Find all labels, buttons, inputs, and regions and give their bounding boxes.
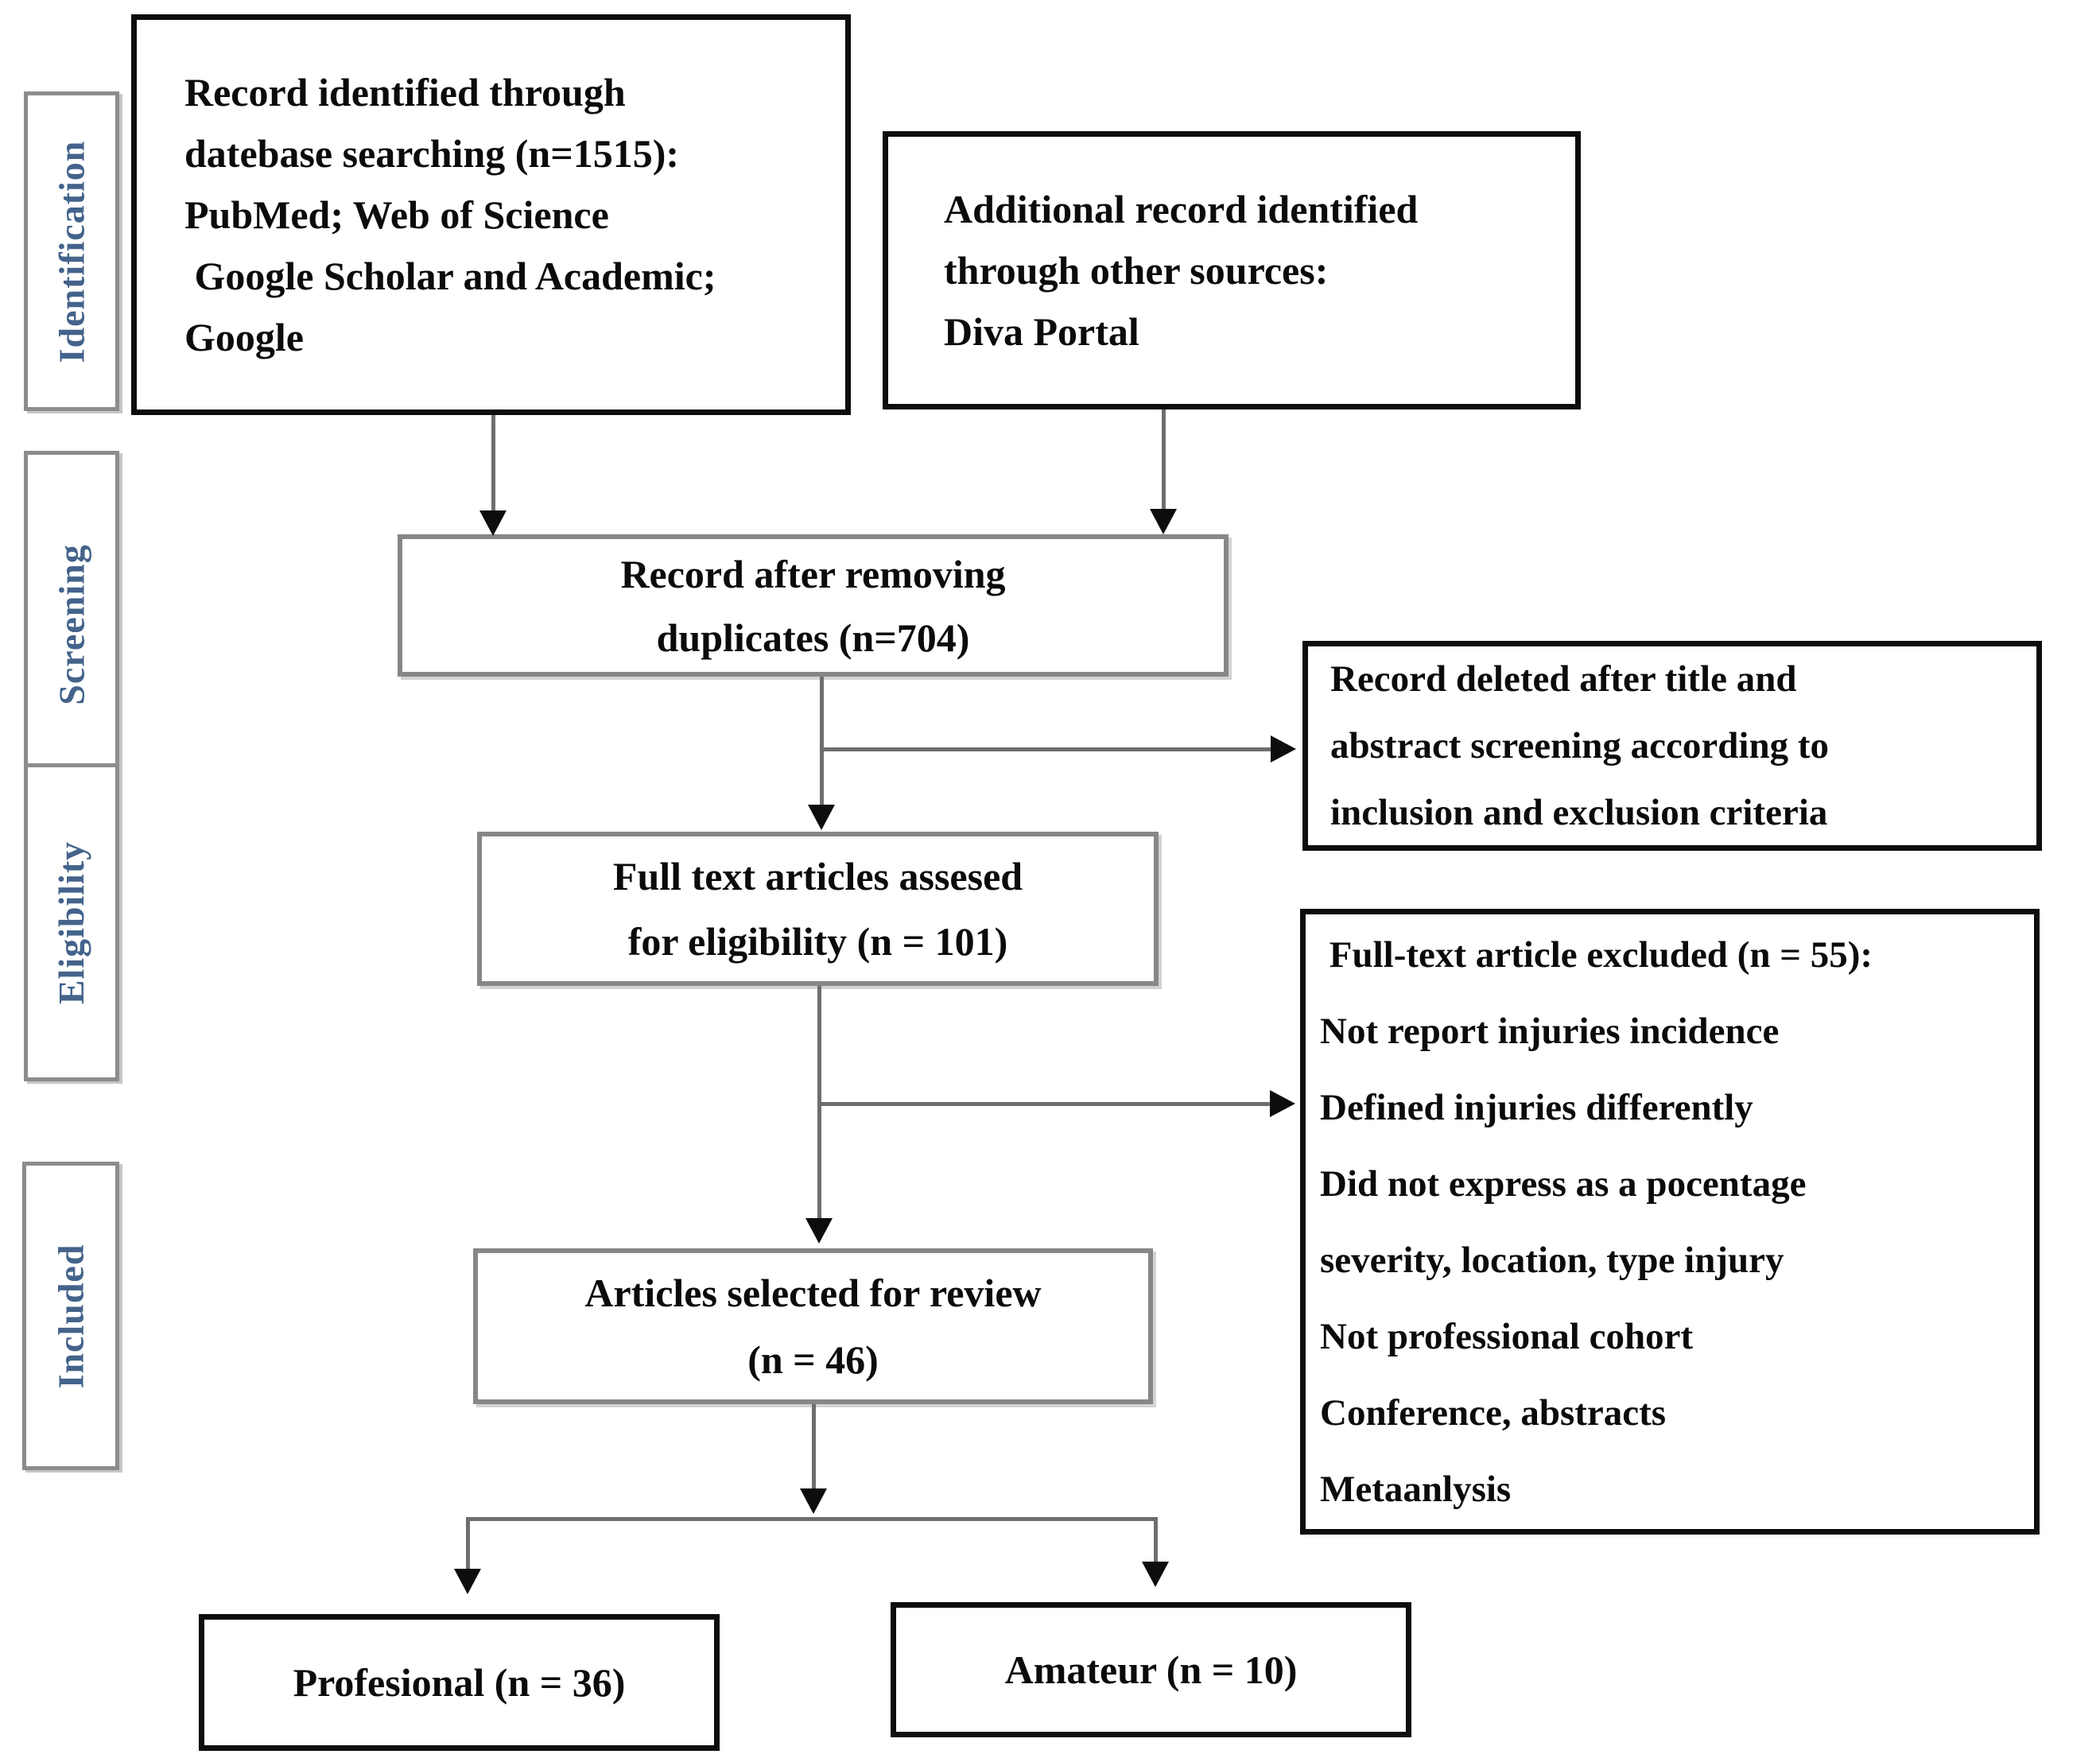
text-line: Articles selected for review	[584, 1271, 1042, 1315]
arrowhead-down-icon	[800, 1488, 827, 1514]
arrowhead-down-icon	[479, 510, 507, 536]
text-line: (n = 46)	[747, 1337, 879, 1382]
box-records-after-duplicates: Record after removing duplicates (n=704)	[398, 534, 1229, 677]
text-line: Full-text article excluded (n = 55):	[1320, 933, 1873, 976]
text-line: Google Scholar and Academic;	[184, 253, 716, 298]
connector-split-to-professional	[466, 1517, 470, 1570]
box-fulltext-assessed: Full text articles assesed for eligibili…	[477, 832, 1159, 986]
stage-label-text: Eligibility	[51, 840, 92, 1004]
box-fulltext-excluded: Full-text article excluded (n = 55): Not…	[1300, 909, 2040, 1535]
text-line: Not professional cohort	[1320, 1315, 1694, 1357]
text-line: Diva Portal	[944, 309, 1139, 354]
text-line: Did not express as a pocentage	[1320, 1162, 1807, 1205]
box-additional-records: Additional record identified through oth…	[883, 131, 1581, 409]
text-line: Record identified through	[184, 69, 626, 114]
box-professional: Profesional (n = 36)	[199, 1614, 720, 1751]
stage-label-text: Identification	[51, 140, 92, 363]
text-line: Amateur (n = 10)	[1004, 1647, 1298, 1692]
connector-dedup-to-fulltext	[820, 677, 824, 806]
text-line: PubMed; Web of Science	[184, 192, 609, 237]
connector-additional-to-dedup	[1162, 409, 1166, 512]
text-line: abstract screening according to	[1330, 725, 1829, 766]
stage-label-screening: Screening	[24, 451, 119, 798]
arrowhead-down-icon	[1142, 1562, 1169, 1587]
text-line: Full text articles assesed	[612, 854, 1023, 898]
text-line: for eligibility (n = 101)	[627, 919, 1008, 964]
text-line: inclusion and exclusion criteria	[1330, 792, 1828, 833]
box-articles-selected: Articles selected for review (n = 46)	[473, 1248, 1153, 1404]
stage-label-text: Screening	[51, 543, 92, 705]
arrowhead-right-icon	[1270, 1090, 1295, 1117]
text-line: Additional record identified	[944, 186, 1419, 231]
stage-label-included: Included	[22, 1162, 119, 1470]
stage-label-text: Included	[50, 1244, 91, 1388]
arrowhead-down-icon	[1150, 509, 1177, 534]
text-line: Record after removing	[620, 551, 1006, 596]
text-line: Google	[184, 314, 304, 359]
connector-selected-to-split	[812, 1404, 816, 1488]
text-line: through other sources:	[944, 247, 1329, 293]
text-line: Record deleted after title and	[1330, 658, 1797, 700]
box-records-deleted-screening: Record deleted after title and abstract …	[1302, 641, 2042, 851]
connector-to-deleted-box	[820, 747, 1271, 751]
arrowhead-down-icon	[454, 1569, 481, 1594]
box-records-identified: Record identified through datebase searc…	[131, 14, 851, 415]
arrowhead-down-icon	[805, 1218, 833, 1244]
text-line: datebase searching (n=1515):	[184, 130, 679, 176]
text-line: duplicates (n=704)	[656, 615, 970, 660]
text-line: Not report injuries incidence	[1320, 1010, 1780, 1052]
connector-split-bar	[466, 1517, 1157, 1521]
connector-identified-to-dedup	[491, 415, 495, 514]
arrowhead-down-icon	[808, 805, 835, 830]
arrowhead-right-icon	[1271, 735, 1296, 763]
stage-label-identification: Identification	[24, 91, 119, 411]
text-line: Metaanlysis	[1320, 1468, 1512, 1510]
text-line: Profesional (n = 36)	[293, 1660, 626, 1705]
stage-label-eligibility: Eligibility	[24, 763, 119, 1081]
text-line: Conference, abstracts	[1320, 1391, 1667, 1434]
box-amateur: Amateur (n = 10)	[891, 1602, 1411, 1737]
connector-to-excluded-box	[817, 1102, 1270, 1106]
text-line: severity, location, type injury	[1320, 1239, 1784, 1281]
connector-split-to-amateur	[1154, 1517, 1158, 1563]
text-line: Defined injuries differently	[1320, 1086, 1753, 1128]
